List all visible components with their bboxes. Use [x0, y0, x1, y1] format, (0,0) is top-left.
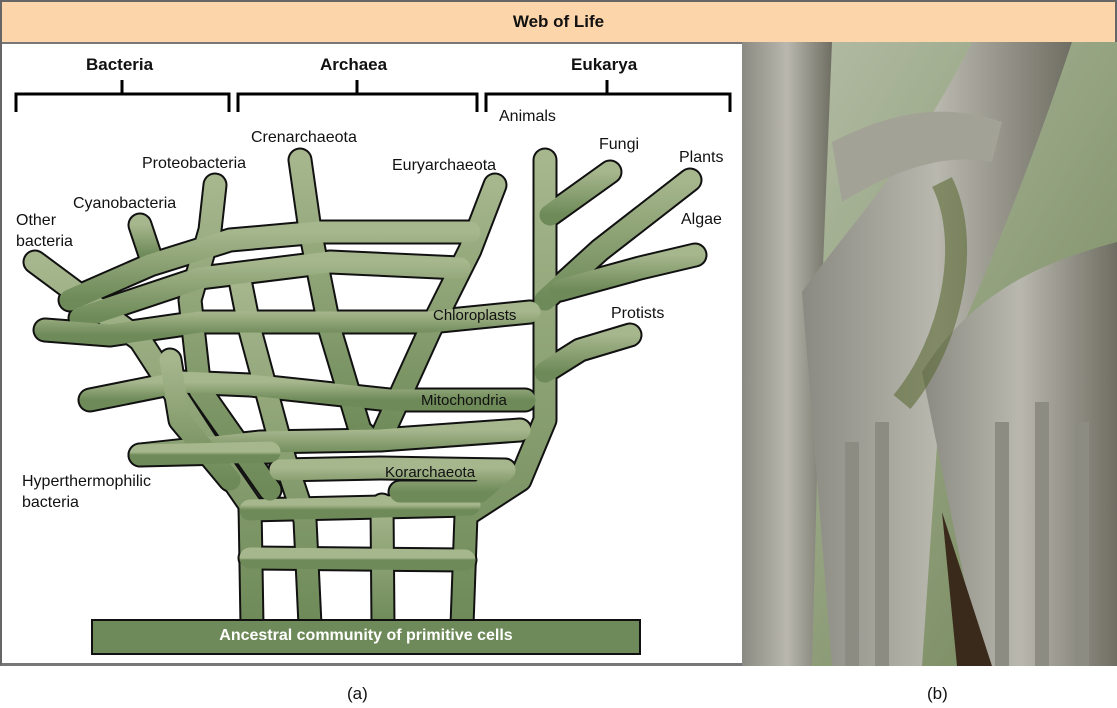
- group-bacteria: Bacteria: [86, 55, 154, 74]
- branch-mitochondria: [79, 371, 536, 411]
- bracket-archaea: [236, 80, 479, 112]
- branch-fungi: [539, 161, 621, 226]
- banyan-photo-svg: [742, 42, 1117, 666]
- label-other-bacteria: Other bacteria: [16, 212, 73, 250]
- label-mitochondria: Mitochondria: [421, 392, 507, 409]
- label-algae: Algae: [681, 211, 722, 228]
- branch-web: [22, 147, 708, 638]
- caption-a: (a): [347, 684, 368, 703]
- branch-protists: [534, 324, 641, 383]
- banyan-tree-photo: [742, 42, 1117, 666]
- branch-strand-1: [59, 221, 481, 311]
- label-protists: Protists: [611, 305, 665, 322]
- label-cyanobacteria: Cyanobacteria: [73, 195, 177, 212]
- branch-cyanobacteria: [129, 214, 161, 266]
- label-animals: Animals: [499, 108, 556, 125]
- branch-chloroplasts: [34, 301, 541, 346]
- branch-rung-2: [239, 494, 481, 521]
- web-diagram-svg: [14, 80, 732, 655]
- group-archaea: Archaea: [320, 55, 388, 74]
- bracket-eukarya: [484, 80, 732, 112]
- label-chloroplasts: Chloroplasts: [433, 307, 517, 324]
- label-crenarchaeota: Crenarchaeota: [251, 129, 357, 146]
- label-proteobacteria: Proteobacteria: [142, 155, 247, 172]
- group-brackets: [14, 80, 732, 112]
- branch-proteobacteria: [179, 174, 281, 501]
- branch-euryarchaeota: [369, 174, 506, 451]
- label-fungi: Fungi: [599, 136, 640, 153]
- bracket-bacteria: [14, 80, 231, 112]
- label-korarchaeota: Korarchaeota: [385, 464, 476, 481]
- caption-b: (b): [927, 684, 948, 703]
- figure-title: Web of Life: [0, 0, 1117, 44]
- label-hyperthermophilic-bacteria: Hyperthermophilic bacteria: [22, 473, 151, 511]
- branch-algae: [549, 244, 706, 301]
- web-of-life-diagram: [0, 42, 743, 666]
- label-euryarchaeota: Euryarchaeota: [392, 157, 497, 174]
- branch-hyperthermophilic: [129, 441, 281, 466]
- branch-rung-1: [239, 547, 476, 571]
- label-ancestral-community: Ancestral community of primitive cells: [219, 627, 513, 644]
- branch-strand-2: [69, 251, 471, 329]
- ancestral-base: [91, 619, 641, 655]
- branch-korarchaeota: [269, 457, 516, 503]
- label-plants: Plants: [679, 149, 724, 166]
- group-eukarya: Eukarya: [571, 55, 638, 74]
